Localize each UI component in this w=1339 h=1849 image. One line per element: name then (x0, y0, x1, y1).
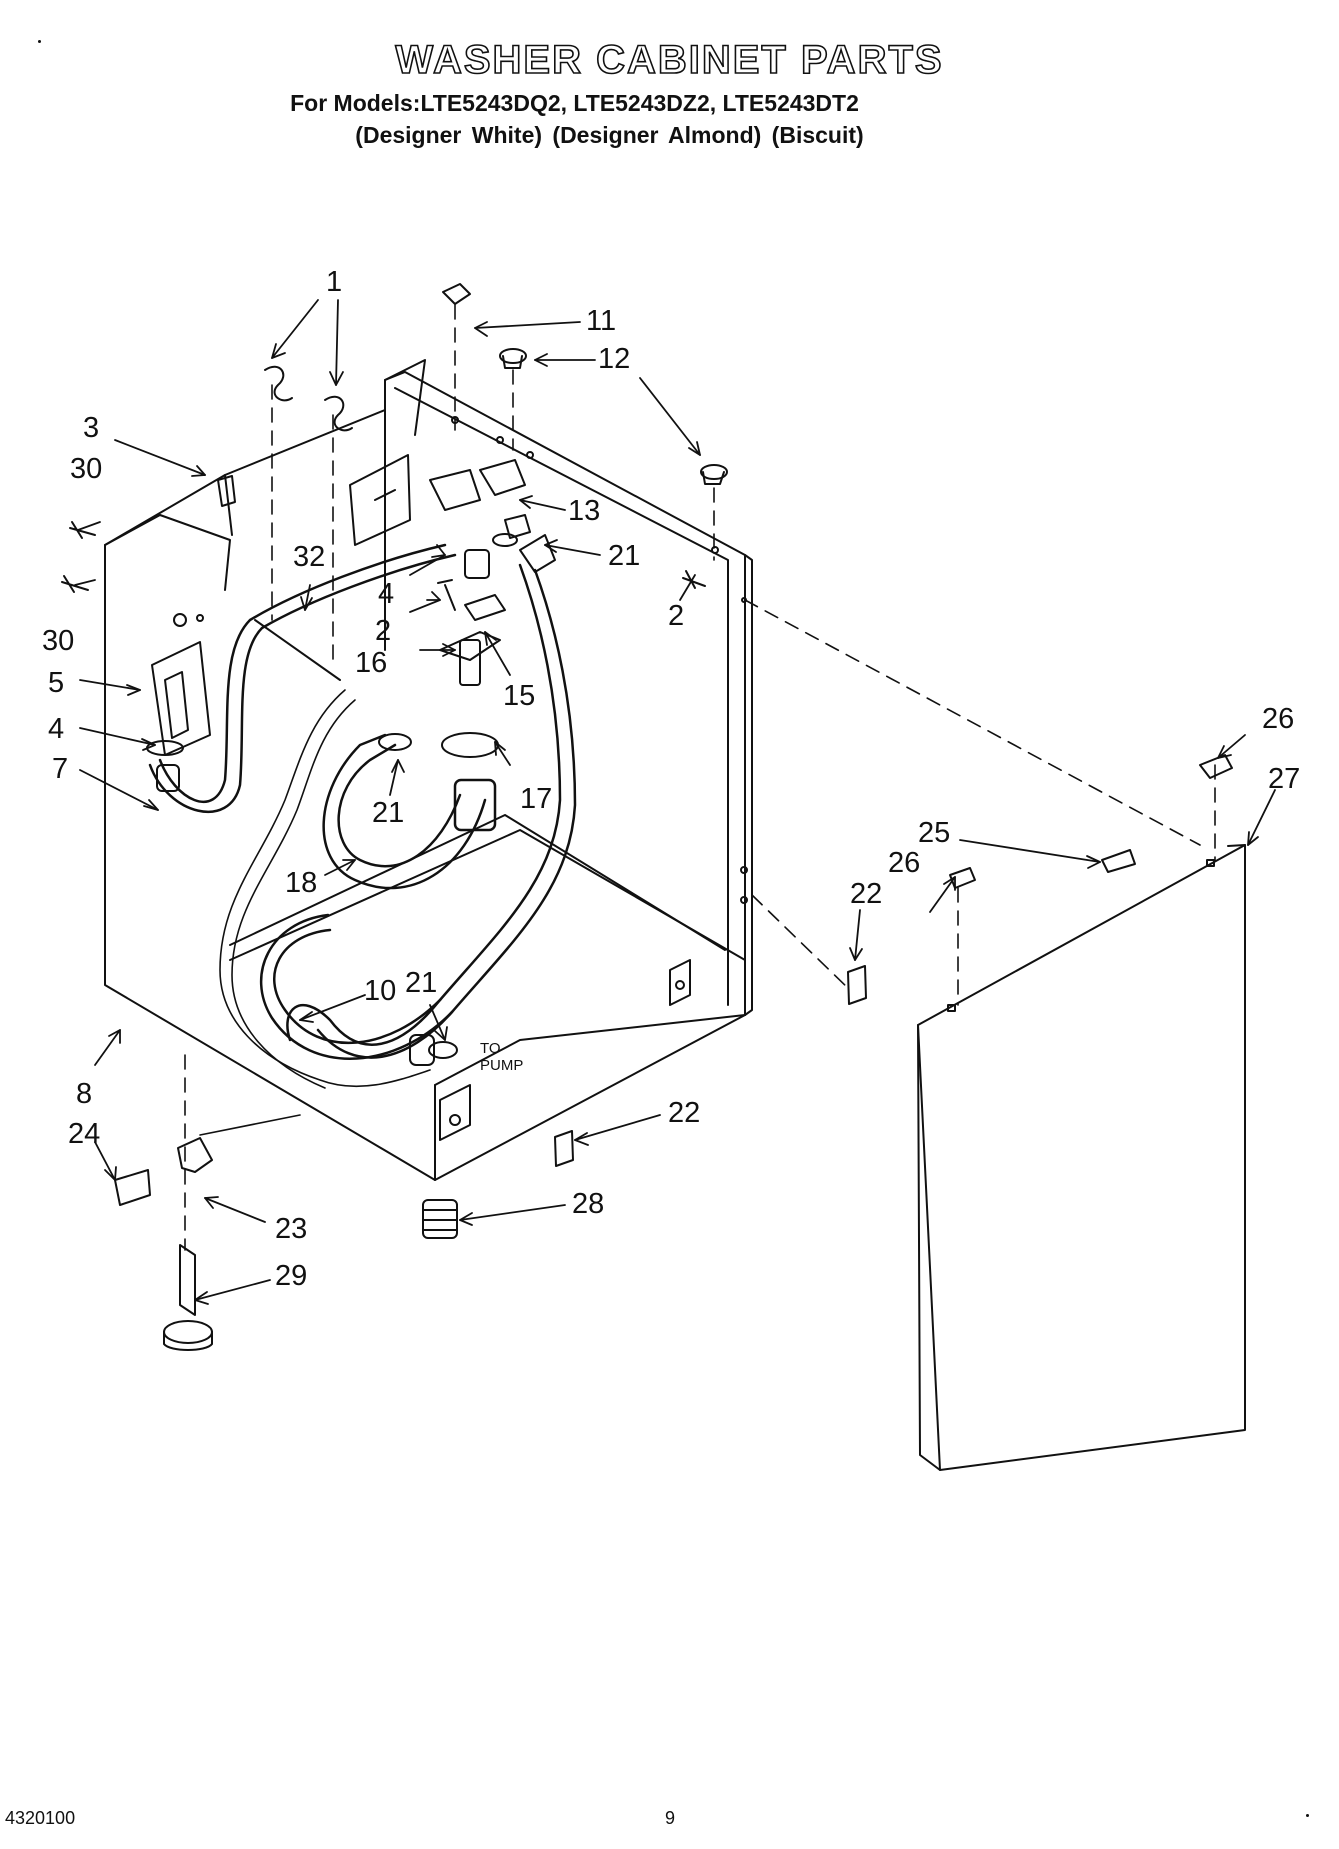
hose-clamp-clips (264, 365, 353, 432)
callout-18: 18 (285, 867, 317, 899)
callout-11: 11 (586, 305, 616, 337)
leader-lines (74, 299, 1276, 1305)
callout-2: 2 (668, 600, 684, 632)
top-fasteners (442, 283, 728, 485)
callout-28: 28 (572, 1188, 604, 1220)
page-title: WASHER CABINET PARTS (395, 37, 944, 83)
callout-13: 13 (568, 495, 600, 527)
callout-24: 24 (68, 1118, 100, 1150)
callout-32: 32 (293, 541, 325, 573)
page-number: 9 (665, 1808, 676, 1828)
explode-lines (184, 304, 1216, 1251)
callout-30: 30 (42, 625, 74, 657)
callout-4: 4 (48, 713, 64, 745)
screws (61, 475, 706, 611)
callout-15: 15 (503, 680, 535, 712)
callout-7: 7 (52, 753, 68, 785)
front-panel-clips (554, 754, 1233, 1167)
callout-29: 29 (275, 1260, 307, 1292)
callout-27: 27 (1268, 763, 1300, 795)
callout-8: 8 (76, 1078, 92, 1110)
water-valve (151, 613, 211, 756)
callout-5: 5 (48, 667, 64, 699)
callout-23: 23 (275, 1213, 307, 1245)
callout-3: 3 (83, 412, 99, 444)
to-pump-label-line2: PUMP (480, 1057, 523, 1074)
callout-21: 21 (372, 797, 404, 829)
callout-12: 12 (598, 343, 630, 375)
document-number: 4320100 (5, 1808, 76, 1828)
callout-17: 17 (520, 783, 552, 815)
model-finishes: (Designer White) (Designer Almond) (Bisc… (355, 122, 864, 148)
callout-26: 26 (1262, 703, 1294, 735)
hose-fittings (156, 459, 556, 1066)
fill-hose-assembly (148, 543, 577, 1059)
callout-22: 22 (668, 1097, 700, 1129)
callout-4: 4 (378, 578, 394, 610)
scan-speck (38, 40, 41, 43)
callout-numbers: 1 11 12 3 30 13 21 2 32 4 2 30 16 5 15 4… (42, 266, 1300, 1292)
ring-clamps (146, 533, 518, 1059)
front-panel (917, 844, 1246, 1471)
drain-hose (260, 733, 497, 1060)
callout-26: 26 (888, 847, 920, 879)
callout-22: 22 (850, 878, 882, 910)
leveling-legs (114, 1137, 458, 1351)
callout-21: 21 (608, 540, 640, 572)
callout-1: 1 (326, 266, 342, 298)
callout-10: 10 (364, 975, 396, 1007)
callout-2: 2 (375, 615, 391, 647)
callout-16: 16 (355, 647, 387, 679)
cabinet (104, 359, 753, 1181)
scan-speck (1306, 1814, 1309, 1817)
model-numbers: For Models:LTE5243DQ2, LTE5243DZ2, LTE52… (290, 90, 859, 116)
callout-30: 30 (70, 453, 102, 485)
to-pump-label-line1: TO (480, 1040, 501, 1057)
harness-wire (199, 689, 431, 1136)
callout-25: 25 (918, 817, 950, 849)
callout-21: 21 (405, 967, 437, 999)
